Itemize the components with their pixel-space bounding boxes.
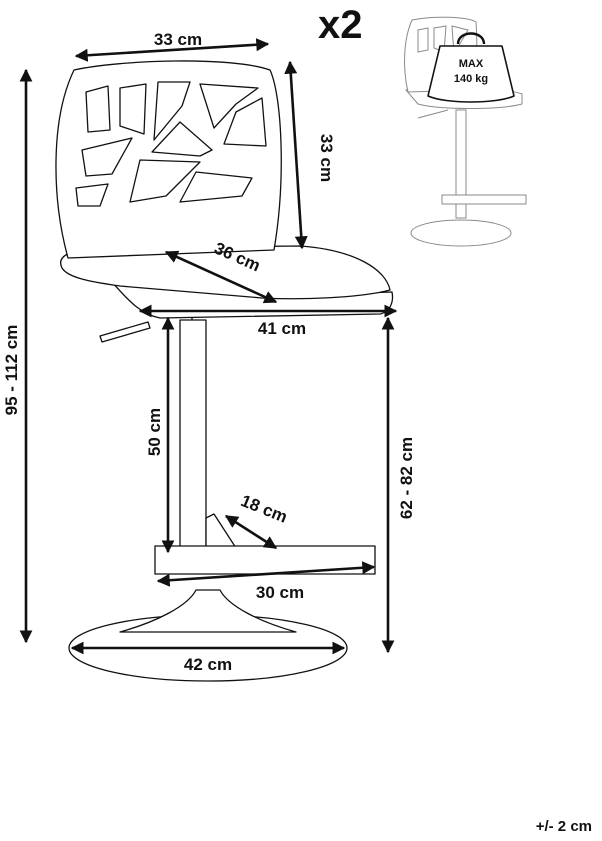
seat-depth-line (164, 250, 278, 304)
weight-capacity-thumbnail: MAX 140 kg (404, 16, 527, 247)
thumb-lever (417, 109, 449, 119)
base-cone (119, 589, 297, 633)
weight-line1: MAX (459, 58, 484, 70)
thumb-column (455, 109, 467, 219)
footrest-depth-line (224, 514, 278, 550)
backrest-height-label: 33 cm (317, 134, 336, 182)
seat-width-label: 41 cm (258, 319, 306, 338)
column-sleeve (179, 319, 207, 553)
footrest-width-label: 30 cm (256, 583, 304, 602)
thumb-footrest (441, 194, 527, 205)
quantity-label: x2 (318, 3, 363, 47)
dimension-lines (19, 38, 398, 655)
thumb-base (410, 219, 512, 247)
total-height-label: 95 - 112 cm (2, 325, 21, 416)
footrest-width-line (156, 561, 376, 587)
backrest-width-label: 33 cm (154, 30, 202, 49)
backrest-cutouts (75, 81, 267, 207)
weight-handle (456, 32, 486, 45)
base-diameter-label: 42 cm (184, 655, 232, 674)
column-height-label: 50 cm (145, 408, 164, 456)
stool-drawing (55, 60, 394, 682)
gas-lever (99, 321, 151, 343)
backrest-height-line (284, 60, 308, 250)
weight-line2: 140 kg (454, 73, 488, 85)
seat-height-label: 62 - 82 cm (397, 437, 416, 519)
footrest-depth-label: 18 cm (238, 491, 290, 527)
backrest-width-line (74, 38, 270, 62)
tolerance-note: +/- 2 cm (535, 818, 592, 835)
weight-icon (427, 45, 515, 103)
